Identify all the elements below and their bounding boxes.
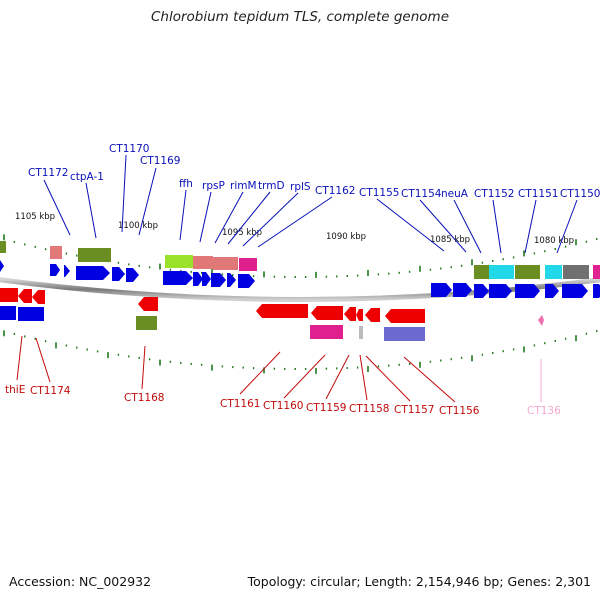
forward-genes — [0, 260, 600, 298]
cog-blocks-forward — [0, 241, 600, 279]
gene-label: CT1172 — [28, 167, 68, 179]
gene-arrow-forward — [18, 307, 44, 321]
forward-genes-lower — [0, 306, 44, 321]
gene-arrow-forward — [431, 283, 452, 297]
cog-block — [489, 265, 514, 279]
gene-arrow-forward — [227, 273, 236, 287]
gene-label: rplS — [290, 181, 311, 193]
gene-label: CT1168 — [124, 392, 164, 404]
scale-label-1100: 1100 kbp — [118, 221, 158, 231]
gene-arrow-reverse — [18, 289, 32, 303]
gene-label: ctpA-1 — [70, 171, 104, 183]
gene-arrow-forward — [193, 272, 203, 286]
gene-arrow-forward — [126, 268, 139, 282]
gene-arrow-forward — [489, 284, 512, 298]
gene-arrow-reverse — [365, 308, 380, 322]
accession-label: Accession: NC_002932 — [9, 574, 152, 589]
gene-arrow-forward — [593, 284, 600, 298]
reverse-genes — [0, 288, 425, 323]
gene-label: rpsP — [202, 180, 225, 192]
cog-block — [193, 256, 213, 269]
cog-block — [165, 255, 193, 268]
scale-label-1105: 1105 kbp — [15, 212, 55, 222]
gene-arrow-reverse — [385, 309, 425, 323]
scale-label-1090: 1090 kbp — [326, 232, 366, 242]
gene-arrow-reverse — [344, 307, 356, 321]
cog-block — [213, 257, 238, 270]
scale-label-1085: 1085 kbp — [430, 235, 470, 245]
gene-label: CT1161 — [220, 398, 260, 410]
cog-block — [474, 265, 489, 279]
gene-label: CT1159 — [306, 402, 346, 414]
scale-labels: 1105 kbp 1100 kbp 1095 kbp 1090 kbp 1085… — [15, 212, 574, 246]
cog-block — [50, 246, 62, 259]
gene-label: CT1151 — [518, 188, 558, 200]
bottom-tick-row — [3, 330, 598, 374]
gene-label: trmD — [258, 180, 285, 192]
gene-arrow-reverse — [311, 306, 343, 320]
gene-label: thiE — [5, 384, 25, 396]
cog-block — [384, 327, 425, 341]
gene-arrow-forward — [545, 284, 559, 298]
cog-block — [515, 265, 540, 279]
cog-block — [593, 265, 600, 279]
cog-block — [239, 258, 257, 271]
gene-label: CT1162 — [315, 185, 355, 197]
gene-arrow-reverse — [356, 309, 363, 321]
cog-block — [136, 316, 157, 330]
gene-label: CT1150 — [560, 188, 600, 200]
gene-label: CT1154 — [401, 188, 442, 200]
gene-label-faded: CT136 — [527, 405, 561, 417]
gene-arrow-reverse — [256, 304, 308, 318]
gene-arrow-reverse — [0, 288, 18, 302]
gene-arrow-forward — [453, 283, 472, 297]
genome-summary: Topology: circular; Length: 2,154,946 bp… — [247, 574, 591, 589]
gene-label: CT1158 — [349, 403, 389, 415]
cog-block — [359, 326, 363, 339]
reverse-gene-labels: thiE CT1174 CT1168 CT1161 CT1160 CT1159 … — [5, 384, 561, 417]
gene-arrow-forward — [474, 284, 489, 298]
gene-label: neuA — [441, 188, 469, 200]
gene-arrow-reverse — [32, 290, 45, 304]
gene-arrow-forward — [515, 284, 540, 298]
gene-arrow-forward — [0, 260, 4, 272]
cog-block — [78, 248, 111, 262]
gene-arrow-forward — [238, 274, 255, 288]
gene-arrow-forward — [64, 265, 70, 277]
scale-label-1080: 1080 kbp — [534, 236, 574, 246]
cog-block — [0, 241, 6, 253]
gene-label: CT1156 — [439, 405, 480, 417]
gene-arrow-forward — [50, 264, 60, 276]
cog-block — [563, 265, 589, 279]
label-leaders — [16, 154, 578, 403]
scale-label-1095: 1095 kbp — [222, 228, 262, 238]
cog-block — [310, 325, 343, 339]
gene-arrow-forward — [211, 273, 226, 287]
gene-arrow-reverse — [138, 297, 158, 311]
gene-label: CT1157 — [394, 404, 434, 416]
forward-gene-labels: CT1172 ctpA-1 CT1170 CT1169 ffh rpsP rim… — [28, 143, 600, 200]
gene-label: CT1174 — [30, 385, 71, 397]
cog-blocks-reverse — [136, 315, 544, 341]
gene-arrow-forward — [562, 284, 588, 298]
gene-label: CT1169 — [140, 155, 180, 167]
gene-arrow-forward — [112, 267, 125, 281]
map-title: Chlorobium tepidum TLS, complete genome — [150, 9, 450, 25]
gene-label: CT1160 — [263, 400, 303, 412]
gene-label: CT1170 — [109, 143, 149, 155]
gene-arrow-forward — [163, 271, 193, 285]
gene-label: rimM — [230, 180, 257, 192]
gene-label: CT1152 — [474, 188, 514, 200]
gene-arrow-forward — [76, 266, 110, 280]
cog-block — [538, 315, 544, 326]
cog-block — [545, 265, 562, 279]
gene-arrow-forward — [0, 306, 16, 320]
gene-arrow-forward — [202, 272, 211, 286]
gene-label: CT1155 — [359, 187, 399, 199]
gene-label: ffh — [179, 178, 193, 190]
